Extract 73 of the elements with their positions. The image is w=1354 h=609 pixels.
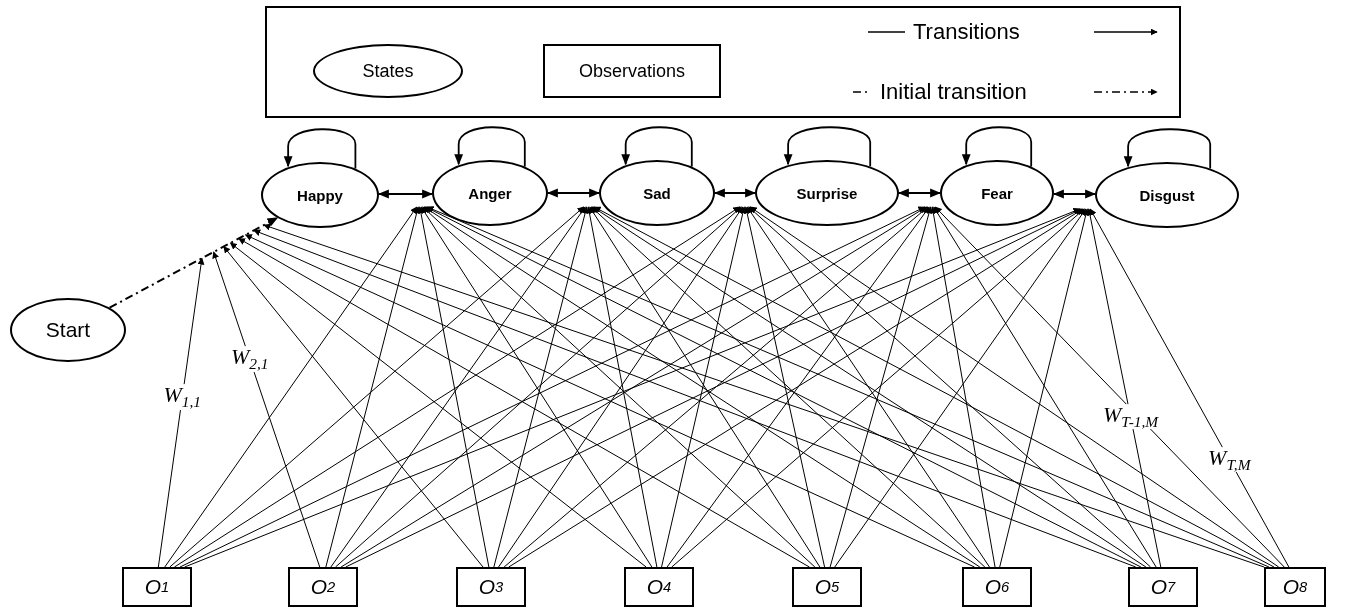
arrow	[340, 206, 927, 568]
arrow	[934, 206, 1285, 568]
legend-text: Transitions	[913, 19, 1020, 45]
arrow	[999, 208, 1090, 568]
arrow	[1123, 128, 1212, 170]
edge-label: W$_{T-1,M}$	[1101, 403, 1160, 430]
arrow	[263, 223, 1265, 568]
arrow	[621, 126, 693, 168]
arrow	[1052, 189, 1097, 199]
arrow	[212, 251, 321, 568]
arrow	[283, 128, 357, 170]
state-ellipse: Anger	[432, 160, 548, 226]
arrow	[174, 206, 741, 568]
state-ellipse: Happy	[261, 162, 379, 228]
edge-label: W$_{2,1}$	[229, 346, 270, 372]
arrow	[961, 126, 1033, 168]
arrow	[508, 208, 1084, 568]
arrow	[666, 206, 930, 568]
arrow	[244, 234, 975, 568]
start-state-ellipse: Start	[10, 298, 126, 362]
arrow	[330, 206, 586, 568]
arrow	[897, 188, 942, 198]
arrow	[335, 206, 742, 568]
legend-text: Initial transition	[880, 79, 1027, 105]
arrow	[546, 188, 601, 198]
arrow	[223, 246, 484, 568]
arrow	[425, 206, 1142, 568]
arrow	[157, 257, 205, 568]
arrow	[590, 206, 986, 568]
arrow	[593, 206, 1275, 568]
arrow	[325, 206, 421, 568]
dash-dot-arrow	[108, 216, 279, 309]
arrow	[783, 126, 872, 168]
arrow	[749, 206, 1280, 568]
state-ellipse: Disgust	[1095, 162, 1239, 228]
arrow	[498, 206, 744, 568]
arrow	[377, 189, 434, 199]
legend-text: Observations	[578, 60, 686, 82]
arrow	[746, 206, 990, 568]
arrow	[933, 206, 1157, 568]
arrow	[834, 208, 1087, 568]
state-ellipse: Sad	[599, 160, 715, 226]
arrow	[661, 206, 747, 568]
arrow	[748, 206, 1152, 568]
edge-label: W$_{1,1}$	[162, 384, 203, 411]
arrow	[493, 206, 589, 568]
arrow	[1086, 208, 1162, 568]
arrow	[422, 206, 816, 568]
arrow	[423, 206, 981, 568]
legend-text: States	[362, 60, 414, 82]
arrow	[417, 206, 490, 568]
arrow	[1089, 208, 1290, 568]
arrow	[169, 206, 585, 568]
arrow	[586, 206, 658, 568]
arrow	[929, 206, 996, 568]
state-ellipse: Fear	[940, 160, 1054, 226]
arrow	[164, 206, 418, 568]
arrow	[229, 242, 647, 568]
arrow	[743, 206, 826, 568]
arrow	[184, 208, 1081, 568]
state-ellipse: Surprise	[755, 160, 899, 226]
arrow	[253, 229, 1137, 568]
arrow	[592, 206, 1147, 568]
arrow	[503, 206, 929, 568]
arrow	[238, 238, 810, 568]
edge-label: W$_{T,M}$	[1207, 446, 1252, 473]
arrow	[713, 188, 757, 198]
arrow	[426, 206, 1270, 568]
arrow	[420, 206, 653, 568]
arrow	[829, 206, 933, 568]
arrow	[454, 126, 526, 168]
arrow	[671, 208, 1085, 568]
arrow	[589, 206, 821, 568]
